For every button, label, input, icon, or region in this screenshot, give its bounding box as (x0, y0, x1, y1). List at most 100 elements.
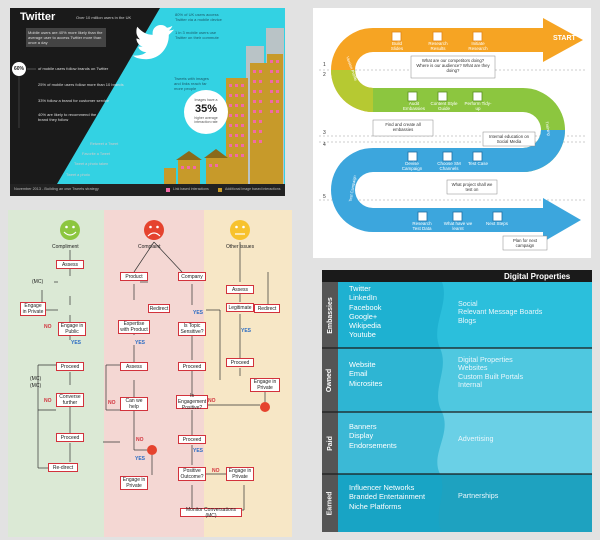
percentage-circle (184, 90, 228, 134)
question-3-text: Internal education on Social Media (488, 134, 530, 144)
step-what-learnt: What have we learnt (443, 221, 473, 231)
dp-owned-left: Website Email Microsites (349, 360, 382, 388)
twitter-bird-icon (132, 25, 175, 60)
dp-item: Website (349, 360, 376, 369)
legend-image-based: Additional Image based interactions (225, 187, 281, 191)
building-bar-3 (267, 54, 283, 196)
dp-item: LinkedIn (349, 293, 377, 303)
mc-label-3: (MC) (30, 383, 42, 389)
yes-label-5: YES (193, 448, 204, 454)
stat-60-circle (12, 62, 26, 76)
flow-box-engage-public: Engage in Public (58, 322, 86, 336)
dp-item: Advertising (458, 434, 494, 443)
flow-box-positive-outcome: Positive Outcome? (178, 467, 206, 481)
twitter-footer: November 2013 - Building an own Tweets s… (14, 187, 99, 191)
step-research-results: Research Results (428, 41, 448, 51)
dp-paid-left: Banners Display Endorsements (349, 422, 397, 450)
mid-text: Tweets with images and links reach far m… (174, 76, 209, 91)
flow-box-expertise: Expertise with Product (118, 320, 150, 334)
happy-face-icon (60, 220, 80, 240)
dp-item: Niche Platforms (349, 501, 402, 511)
dp-item: Digital Properties (458, 355, 513, 364)
building-bar-2 (250, 63, 268, 196)
flow-box-engagement-positive: Is Engagement Positive? (176, 393, 208, 411)
dp-header (322, 270, 592, 282)
circle-percentage: 35% (194, 103, 218, 115)
flowchart-lines (37, 220, 270, 511)
sad-face-small-icon-2 (260, 402, 270, 412)
dp-item: Branded Entertainment (349, 492, 426, 502)
flow-box-redirect-3: Redirect (254, 304, 280, 313)
flow-box-proceed-2: Proceed (56, 433, 84, 442)
column-other (204, 210, 292, 537)
dp-item: Wikipedia (349, 321, 382, 331)
retweet-label-4: Tweet a photo (66, 173, 90, 177)
flow-box-assess-1: Assess (56, 260, 84, 269)
question-1-text: What are our competitors doing? Where is… (416, 58, 490, 73)
question-4-text: What project shall we test on (451, 182, 493, 192)
sad-face-icon (144, 220, 164, 240)
marker-2: 2 (323, 72, 326, 78)
flow-box-assess-2: Assess (120, 362, 148, 371)
yes-label-3: YES (135, 456, 146, 462)
marker-4: 4 (323, 142, 326, 148)
dp-row-label-embassies: Embassies (326, 296, 334, 334)
flow-box-assess-3: Assess (226, 285, 254, 294)
dp-row-label-owned: Owned (326, 368, 334, 392)
response-flowchart: Compliment Complaint Other issues (MC) (… (8, 210, 292, 537)
flow-box-redirect-2: Redirect (148, 304, 170, 313)
dp-item: Websites (458, 363, 488, 373)
flow-box-legitimate: Legitimate (226, 303, 254, 312)
dp-item: Endorsements (349, 440, 397, 450)
dp-waves (322, 282, 592, 532)
flow-box-product: Product (120, 272, 148, 281)
header-other-issues: Other issues (226, 244, 255, 250)
mc-label-2: (MC) (30, 376, 42, 382)
yes-label-1: YES (71, 340, 82, 346)
stat-25-text: 25% of mobile users follow more than 10 … (38, 82, 124, 87)
flow-box-company: Company (178, 272, 206, 281)
marker-3: 3 (323, 130, 326, 136)
flow-box-can-we-help: Can we help (120, 397, 148, 411)
stat-33-text: 33% follow a brand for customer service (38, 98, 110, 103)
end-arrow (543, 198, 581, 242)
flow-box-proceed-1: Proceed (56, 362, 84, 371)
no-label-6: NO (212, 468, 220, 474)
flow-box-redirect-1: Re-direct (48, 463, 78, 472)
step-research-test-data: Research Test Data (412, 221, 432, 231)
retweet-label-1: Retweet a Tweet (90, 142, 119, 146)
step-initiate-research: Initiate Research (468, 41, 488, 51)
question-bubble-3 (482, 131, 536, 147)
marker-1: 1 (323, 62, 326, 68)
no-label-3: NO (108, 400, 116, 406)
no-label-5: NO (208, 398, 216, 404)
question-bubble-5 (502, 235, 548, 251)
dp-item: Twitter (349, 284, 371, 293)
step-audit-embassies: Audit Embassies (402, 101, 425, 111)
flow-box-topic-sensitive: Is Topic Sensitive? (178, 322, 206, 336)
header-compliment: Compliment (52, 244, 79, 250)
sad-face-small-icon (147, 445, 157, 455)
dp-row-label-earned: Earned (326, 491, 334, 515)
flow-box-engage-private-4: Engage in Private (250, 378, 280, 392)
flow-box-monitor: Monitor Conversations (MC) (180, 507, 242, 519)
dp-item: Social (458, 299, 478, 308)
top-stat: 80% of UK users access Twitter via a mob… (175, 12, 222, 22)
window-pattern (181, 60, 279, 169)
dp-item: Banners (349, 422, 377, 431)
header-complaint: Complaint (138, 244, 161, 250)
dp-item: Google+ (349, 311, 378, 321)
yes-label-6: YES (241, 328, 252, 334)
step-content-style: Content Style Guide (430, 101, 458, 111)
neutral-face-icon (230, 220, 250, 240)
mc-label-1: (MC) (32, 279, 44, 285)
dp-item: Facebook (349, 302, 382, 312)
no-label-2: NO (44, 398, 52, 404)
step-test-case: Test Case (468, 161, 489, 166)
dp-item: Email (349, 369, 368, 379)
no-label-1: NO (44, 324, 52, 330)
step-build-slides: Build Slides (390, 41, 404, 51)
twitter-infographic: Twitter Over 10 million users in the UK … (10, 8, 285, 196)
roadmap-diagram: START Build Slides Research Results Init… (313, 8, 591, 258)
twitter-subtitle: Over 10 million users in the UK (76, 15, 132, 20)
